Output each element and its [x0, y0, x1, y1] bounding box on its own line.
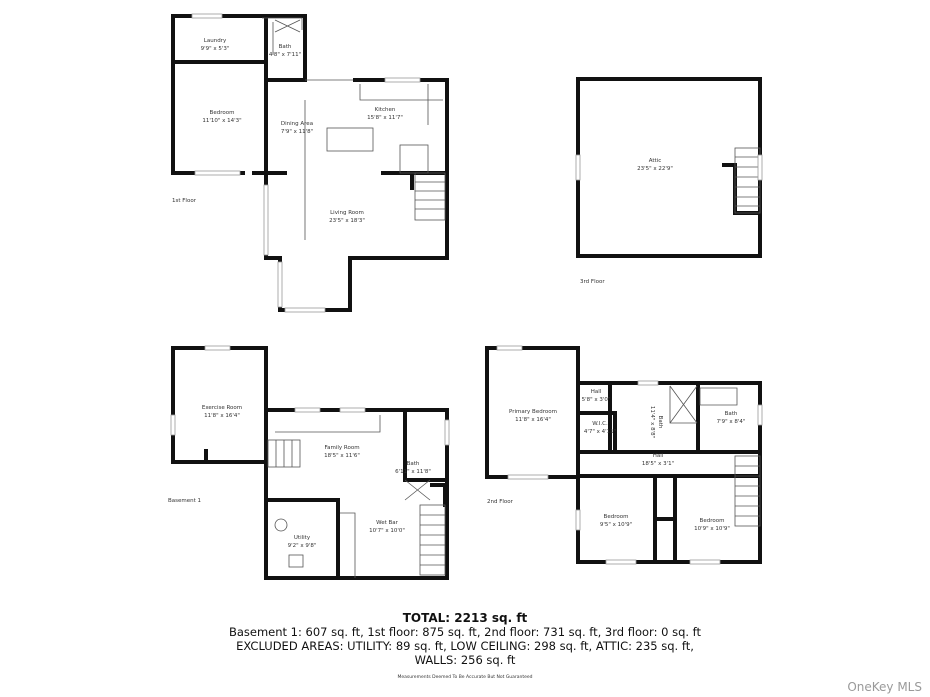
room-name: Family Room: [324, 445, 359, 451]
room-name: Wet Bar: [376, 520, 399, 526]
room-name: Primary Bedroom: [509, 409, 557, 415]
room-name: Bedroom: [700, 518, 725, 524]
room-size: 9'9" x 5'3": [201, 46, 230, 52]
room-name: Laundry: [204, 38, 227, 44]
room-size: 6'11" x 11'8": [395, 469, 431, 475]
floor-label-basement: Basement 1: [168, 498, 201, 504]
walls-area: WALLS: 256 sq. ft: [414, 653, 516, 667]
floor-label-2nd: 2nd Floor: [487, 499, 514, 505]
floor-label-3rd: 3rd Floor: [580, 279, 605, 285]
room-size: 23'5" x 22'9": [637, 166, 673, 172]
disclaimer: Measurements Deemed To Be Accurate But N…: [397, 675, 533, 680]
room-size: 5'8" x 3'0": [582, 397, 611, 403]
floor-area-breakdown: Basement 1: 607 sq. ft, 1st floor: 875 s…: [228, 625, 702, 639]
room-size: 11'8" x 16'4": [515, 417, 551, 423]
room-size: 18'5" x 11'6": [324, 453, 360, 459]
room-name: Dining Area: [281, 121, 313, 127]
total-area: TOTAL: 2213 sq. ft: [402, 611, 528, 625]
room-name: Attic: [649, 158, 662, 164]
room-name: Bath: [725, 411, 738, 417]
room-name: Bedroom: [604, 514, 629, 520]
room-size: 15'8" x 11'7": [367, 115, 403, 121]
room-name: Kitchen: [375, 107, 396, 113]
room-size: 9'2" x 9'8": [288, 543, 317, 549]
room-size: 18'5" x 3'1": [642, 461, 674, 467]
room-size: 10'7" x 10'0": [369, 528, 405, 534]
room-name: Bedroom: [210, 110, 235, 116]
room-name: Living Room: [330, 210, 364, 216]
room-name: Bath: [657, 416, 663, 429]
room-name: W.I.C.: [592, 421, 608, 427]
second-floor-plan: [485, 345, 763, 565]
third-floor-plan: [575, 77, 763, 258]
basement-plan: [170, 345, 450, 580]
room-name: Hall: [591, 389, 602, 395]
room-name: Hall: [653, 453, 664, 459]
first-floor-plan: [171, 13, 449, 313]
floor-label-1st: 1st Floor: [172, 198, 197, 204]
room-size: 11'10" x 14'3": [202, 118, 241, 124]
room-size: 11'8" x 16'4": [204, 413, 240, 419]
room-size: 7'9" x 8'4": [717, 419, 746, 425]
room-size: 9'5" x 10'9": [600, 522, 632, 528]
room-size: 4'7" x 4'11": [584, 429, 616, 435]
room-name: Bath: [279, 44, 292, 50]
room-size: 10'9" x 10'9": [694, 526, 730, 532]
room-name: Utility: [294, 535, 311, 541]
room-name: Exercise Room: [202, 405, 242, 411]
room-size: 11'4" x 8'8": [649, 406, 655, 438]
room-size: 23'5" x 18'3": [329, 218, 365, 224]
excluded-areas: EXCLUDED AREAS: UTILITY: 89 sq. ft, LOW …: [236, 639, 694, 653]
room-name: Bath: [407, 461, 420, 467]
room-size: 7'9" x 11'8": [281, 129, 313, 135]
room-size: 4'8" x 7'11": [269, 52, 301, 58]
watermark: OneKey MLS: [847, 680, 922, 694]
